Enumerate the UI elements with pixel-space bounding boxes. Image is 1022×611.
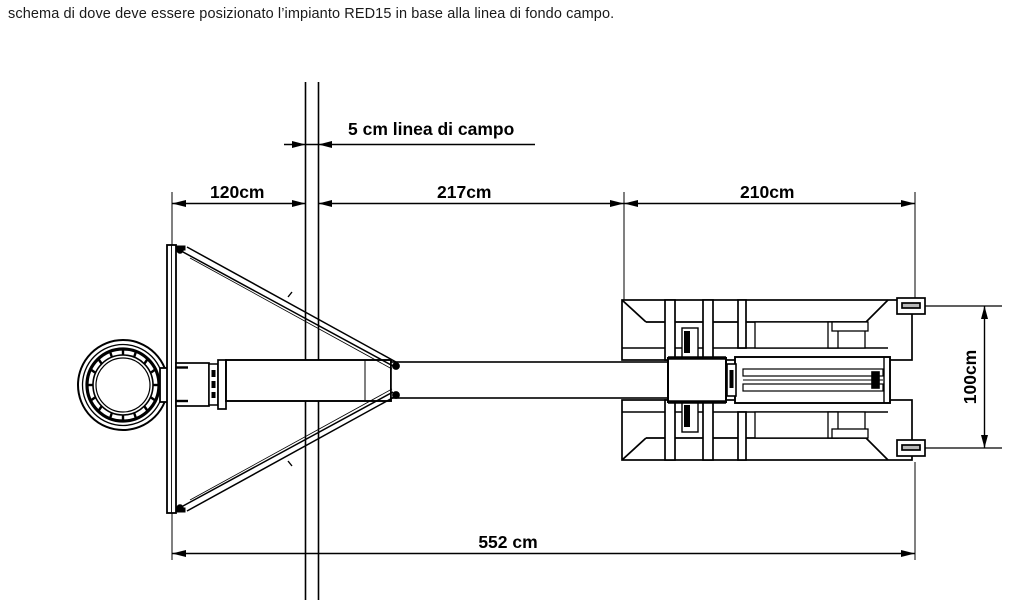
dimension-extension-lines [171, 192, 916, 300]
court-baseline-marks [304, 82, 320, 600]
dimension-label-552cm: 552 cm [478, 532, 537, 552]
upper-truss-arm [182, 246, 397, 370]
dimension-label-120cm: 120cm [210, 182, 265, 202]
dimension-field-line-arrows [292, 141, 332, 148]
basketball-rim [77, 339, 169, 431]
dimension-552cm [172, 550, 915, 557]
dimension-label-field-line: 5 cm linea di campo [348, 119, 514, 139]
dimension-100cm-arrows [981, 306, 988, 448]
mounting-tab-bottom [896, 439, 926, 457]
dimension-100cm [925, 305, 1002, 449]
dimension-217cm [318, 200, 624, 207]
truss-bolt-fittings [175, 245, 400, 513]
pivot-housing [667, 356, 727, 404]
dimension-label-100cm: 100cm [960, 350, 980, 405]
dimension-label-210cm: 210cm [740, 182, 795, 202]
main-boom-arm [225, 359, 692, 402]
dimension-label-217cm: 217cm [437, 182, 492, 202]
base-frame-assembly [621, 299, 913, 461]
dimension-120cm [172, 200, 306, 207]
hydraulic-actuator [726, 356, 891, 404]
lower-truss-arm [182, 388, 397, 512]
page-caption: schema di dove deve essere posizionato l… [8, 6, 615, 22]
backboard-mount-bracket [175, 359, 227, 410]
dimension-210cm [624, 200, 915, 207]
backboard [166, 244, 177, 514]
mounting-tab-top [896, 297, 926, 315]
dimension-extension-lines-bottom [171, 462, 916, 560]
